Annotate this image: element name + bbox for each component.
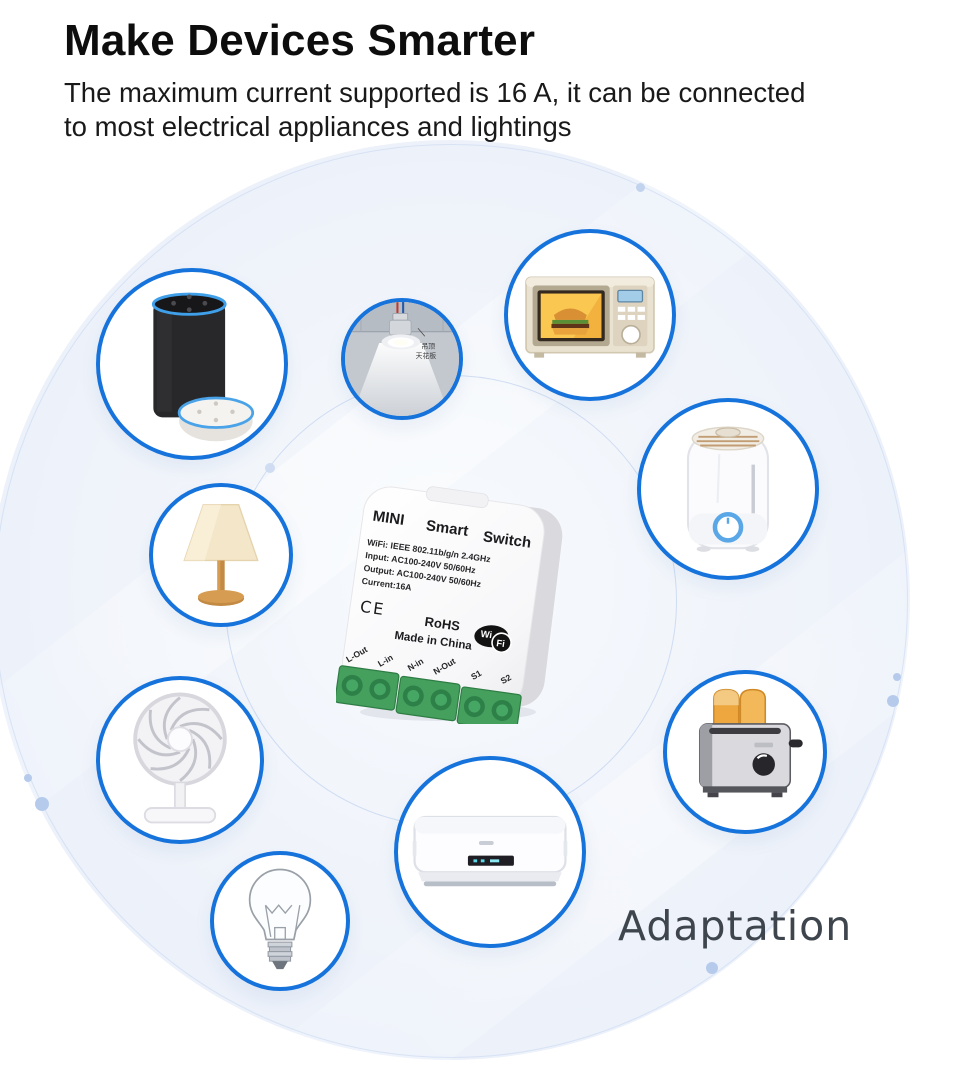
terminal-block [336,665,522,724]
device-circle-smart-speaker [96,268,288,460]
terminal-label-s1: S1 [469,668,483,682]
smart-speaker-icon [151,292,255,442]
light-bulb-icon [248,868,312,970]
decor-dot [265,463,275,473]
decor-dot [887,695,899,707]
downlight-icon: 吊顶 天花板 [345,302,459,416]
downlight-annotation-line1: 吊顶 [421,343,435,351]
adaptation-label: Adaptation [618,902,853,950]
page-subtitle: The maximum current supported is 16 A, i… [64,76,805,144]
device-circle-table-lamp [149,483,293,627]
device-circle-light-bulb [210,851,350,991]
decor-dot [893,673,901,681]
device-circle-humidifier [637,398,819,580]
decor-dot [706,962,718,974]
smart-switch-icon: MINI Smart Switch WiFi: IEEE 802.11b/g/n… [336,486,563,724]
microwave-icon [525,276,655,358]
decor-ring-outer [0,144,908,1058]
wifi-logo-fi: Fi [496,638,506,650]
rohs-label: RoHS [424,614,461,634]
decor-dot [24,774,32,782]
device-circle-desk-fan [96,676,264,844]
product-title-word-smart: Smart [425,517,469,540]
device-circle-downlight: 吊顶 天花板 [341,298,463,420]
decor-dot [35,797,49,811]
device-circle-toaster [663,670,827,834]
smart-switch-product-image: MINI Smart Switch WiFi: IEEE 802.11b/g/n… [336,480,566,724]
product-title-word-switch: Switch [482,528,532,552]
subtitle-line-1: The maximum current supported is 16 A, i… [64,77,806,108]
device-circle-air-conditioner [394,756,586,948]
subtitle-line-2: to most electrical appliances and lighti… [64,111,572,142]
decor-dot [636,183,645,192]
ce-mark: CE [359,597,387,619]
table-lamp-icon [183,504,259,606]
device-circle-microwave [504,229,676,401]
terminal-label-s2: S2 [499,672,513,686]
wifi-logo-icon: Wi Fi [474,625,512,654]
page-title: Make Devices Smarter [64,16,536,65]
product-title-word-mini: MINI [372,508,406,529]
wifi-logo-wi: Wi [480,629,493,641]
humidifier-icon [686,426,770,552]
air-conditioner-icon [412,815,568,887]
desk-fan-icon [133,692,227,824]
toaster-icon [698,688,803,798]
downlight-annotation-line2: 天花板 [416,351,437,360]
